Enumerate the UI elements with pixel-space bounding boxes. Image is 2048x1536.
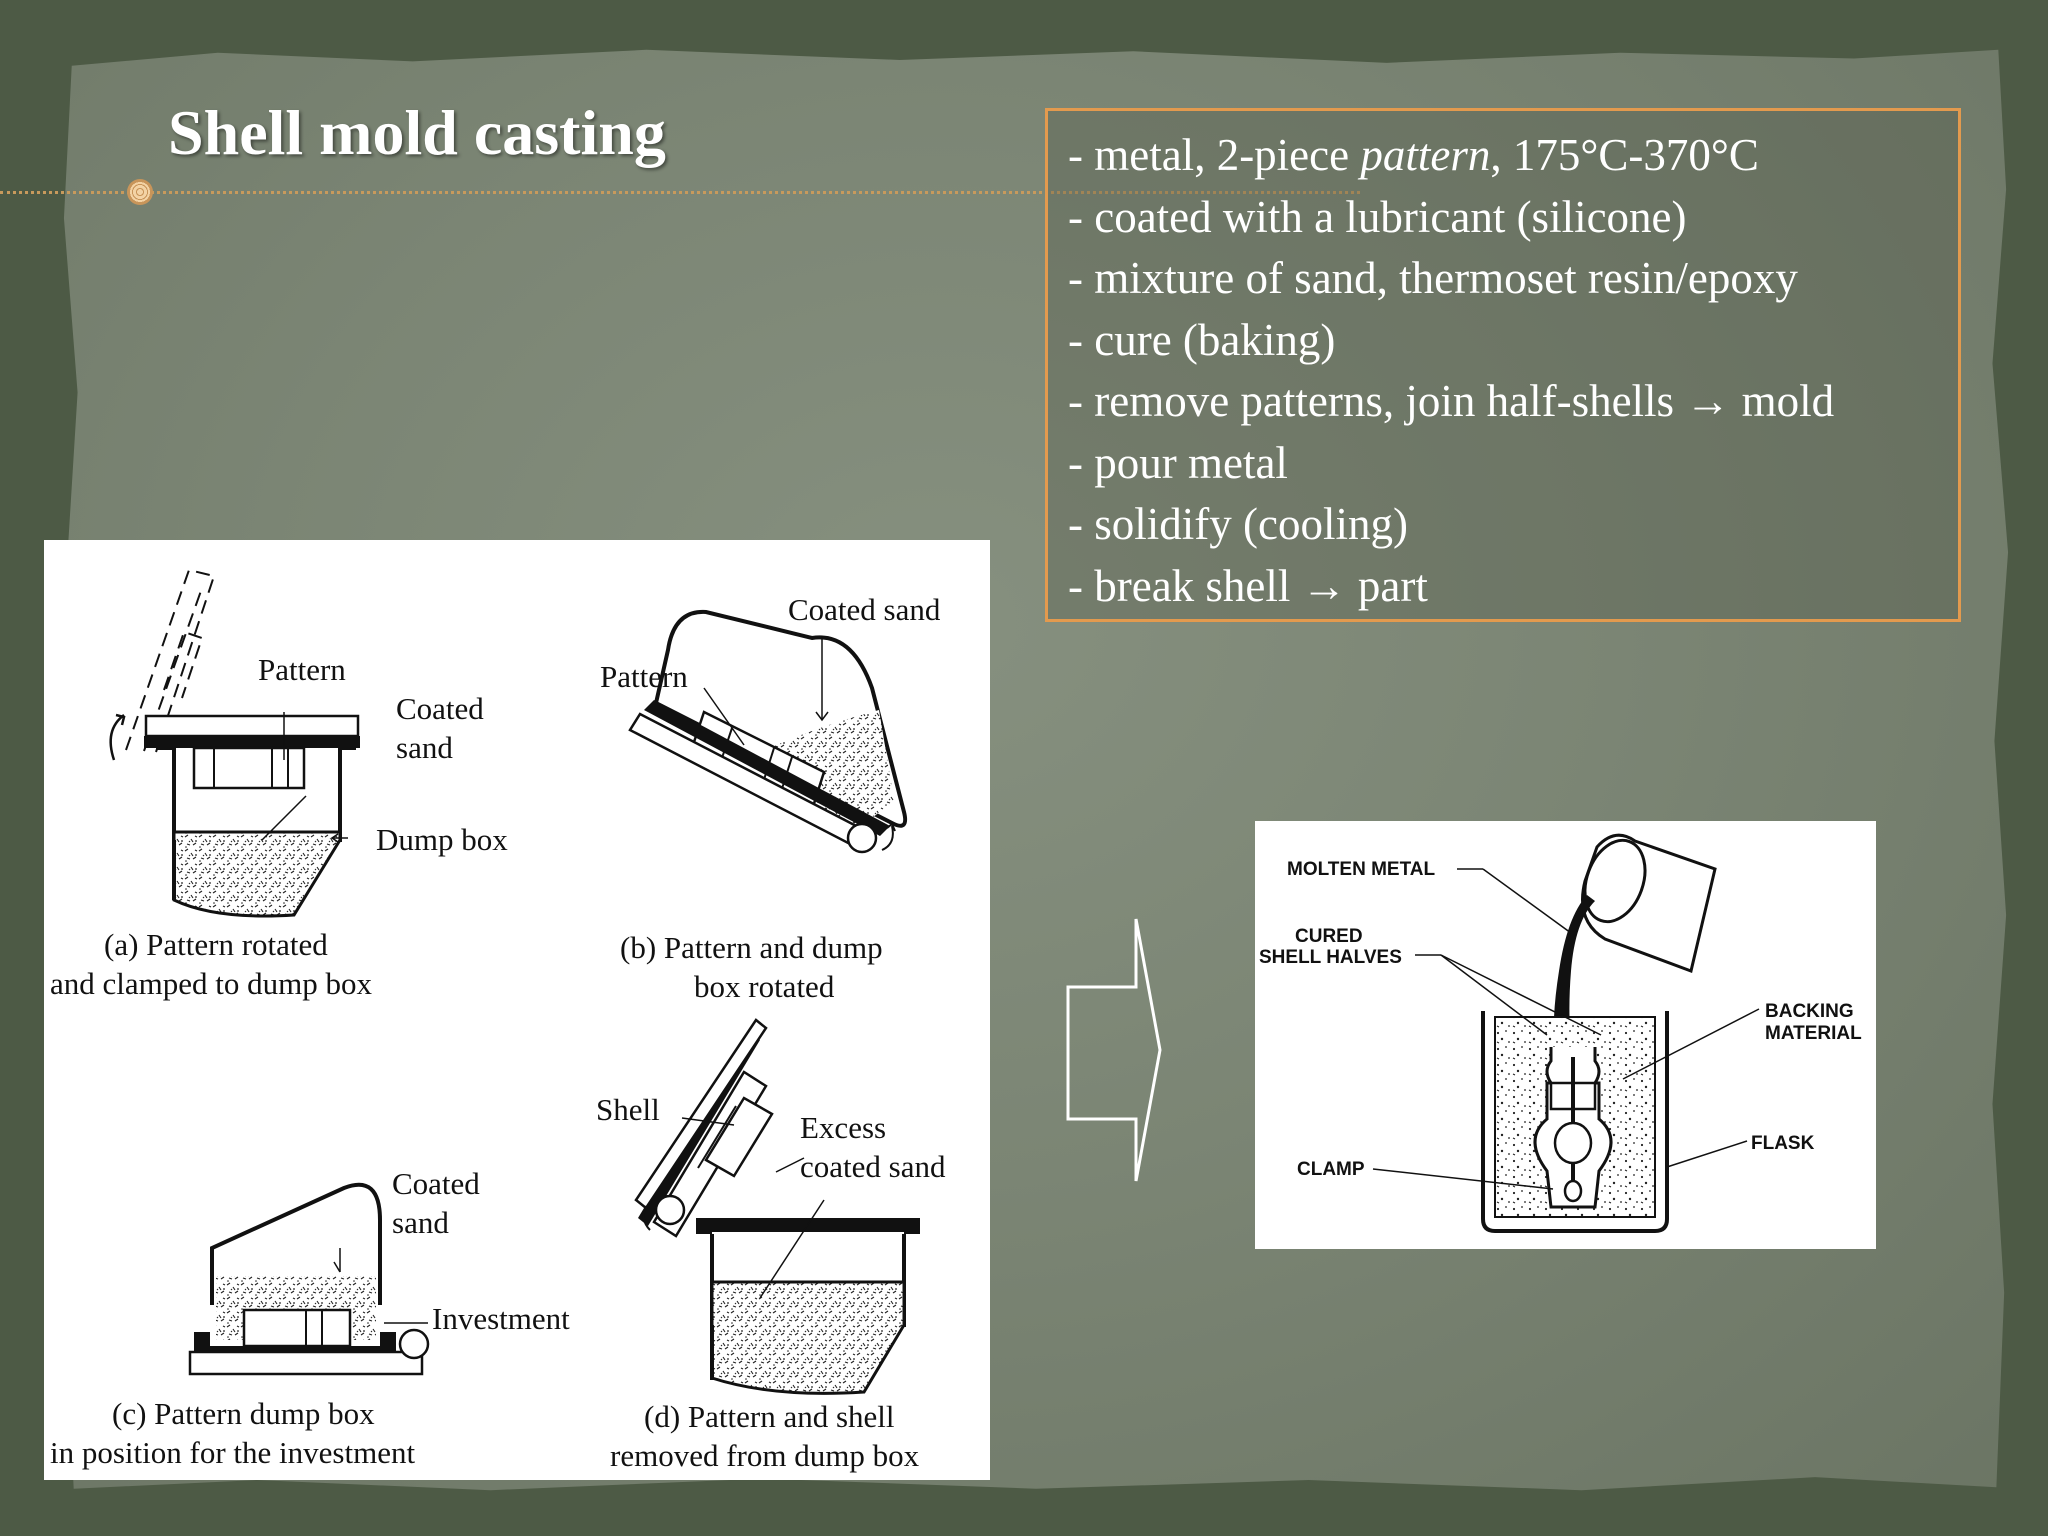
- step-item: - solidify (cooling): [1068, 499, 1408, 549]
- stage-d-label-coated-sand: coated sand: [800, 1149, 946, 1184]
- stage-a-caption-line2: and clamped to dump box: [50, 966, 372, 1001]
- stage-c-label-coated: Coated: [392, 1166, 480, 1201]
- stage-d-caption-line2: removed from dump box: [610, 1438, 920, 1473]
- shell-molding-process-figure: Pattern Coated sand Dump box (a) Pattern…: [44, 540, 990, 1480]
- divider-bullet-icon: [127, 179, 153, 205]
- stage-c-caption-line1: (c) Pattern dump box: [112, 1396, 375, 1431]
- stage-b-caption-line2: box rotated: [694, 969, 835, 1004]
- stage-a-label-pattern: Pattern: [258, 652, 346, 687]
- stage-d-illustration: [634, 1018, 920, 1395]
- stage-c-label-sand: sand: [392, 1205, 449, 1240]
- outlined-arrow-icon: [1066, 918, 1162, 1182]
- step-item: - coated with a lubricant (silicone): [1068, 191, 1687, 242]
- label-material: MATERIAL: [1765, 1023, 1862, 1044]
- stage-a-illustration: [109, 568, 360, 918]
- process-steps-box: - metal, 2-piece pattern, 175°C-370°C - …: [1045, 108, 1961, 622]
- stage-a-label-sand: sand: [396, 730, 453, 765]
- stage-a-label-coated: Coated: [396, 691, 484, 726]
- step-item: - remove patterns, join half-shells → mo…: [1068, 376, 1835, 426]
- pouring-illustration: [1372, 833, 1760, 1233]
- stage-a-caption-line1: (a) Pattern rotated: [104, 927, 328, 962]
- stage-d-label-shell: Shell: [596, 1092, 660, 1127]
- pouring-metal-figure: MOLTEN METAL CURED SHELL HALVES BACKING …: [1255, 821, 1876, 1249]
- stage-b-label-pattern: Pattern: [600, 659, 688, 694]
- slide-title: Shell mold casting: [168, 97, 666, 168]
- title-divider: [0, 191, 1360, 194]
- label-cured: CURED: [1295, 926, 1363, 947]
- label-molten-metal: MOLTEN METAL: [1287, 859, 1435, 880]
- label-flask: FLASK: [1751, 1133, 1815, 1154]
- stage-b-label-coated-sand: Coated sand: [788, 592, 941, 627]
- stage-d-caption-line1: (d) Pattern and shell: [644, 1399, 895, 1434]
- stage-b-illustration: [628, 609, 908, 854]
- step-item: - metal, 2-piece pattern, 175°C-370°C: [1068, 130, 1759, 180]
- stage-a-label-dump-box: Dump box: [376, 822, 508, 857]
- label-clamp: CLAMP: [1297, 1159, 1365, 1180]
- step-item: - mixture of sand, thermoset resin/epoxy: [1068, 253, 1798, 303]
- step-item: - cure (baking): [1068, 314, 1336, 365]
- stage-b-caption-line1: (b) Pattern and dump: [620, 930, 883, 965]
- stage-c-illustration: [188, 1182, 430, 1376]
- label-shell-halves: SHELL HALVES: [1259, 947, 1402, 968]
- stage-c-caption-line2: in position for the investment: [50, 1435, 415, 1470]
- stage-c-label-investment: Investment: [432, 1301, 570, 1336]
- step-item: - pour metal: [1068, 437, 1288, 488]
- stage-d-label-excess: Excess: [800, 1110, 886, 1145]
- label-backing: BACKING: [1765, 1001, 1854, 1022]
- step-item: - break shell → part: [1068, 560, 1428, 611]
